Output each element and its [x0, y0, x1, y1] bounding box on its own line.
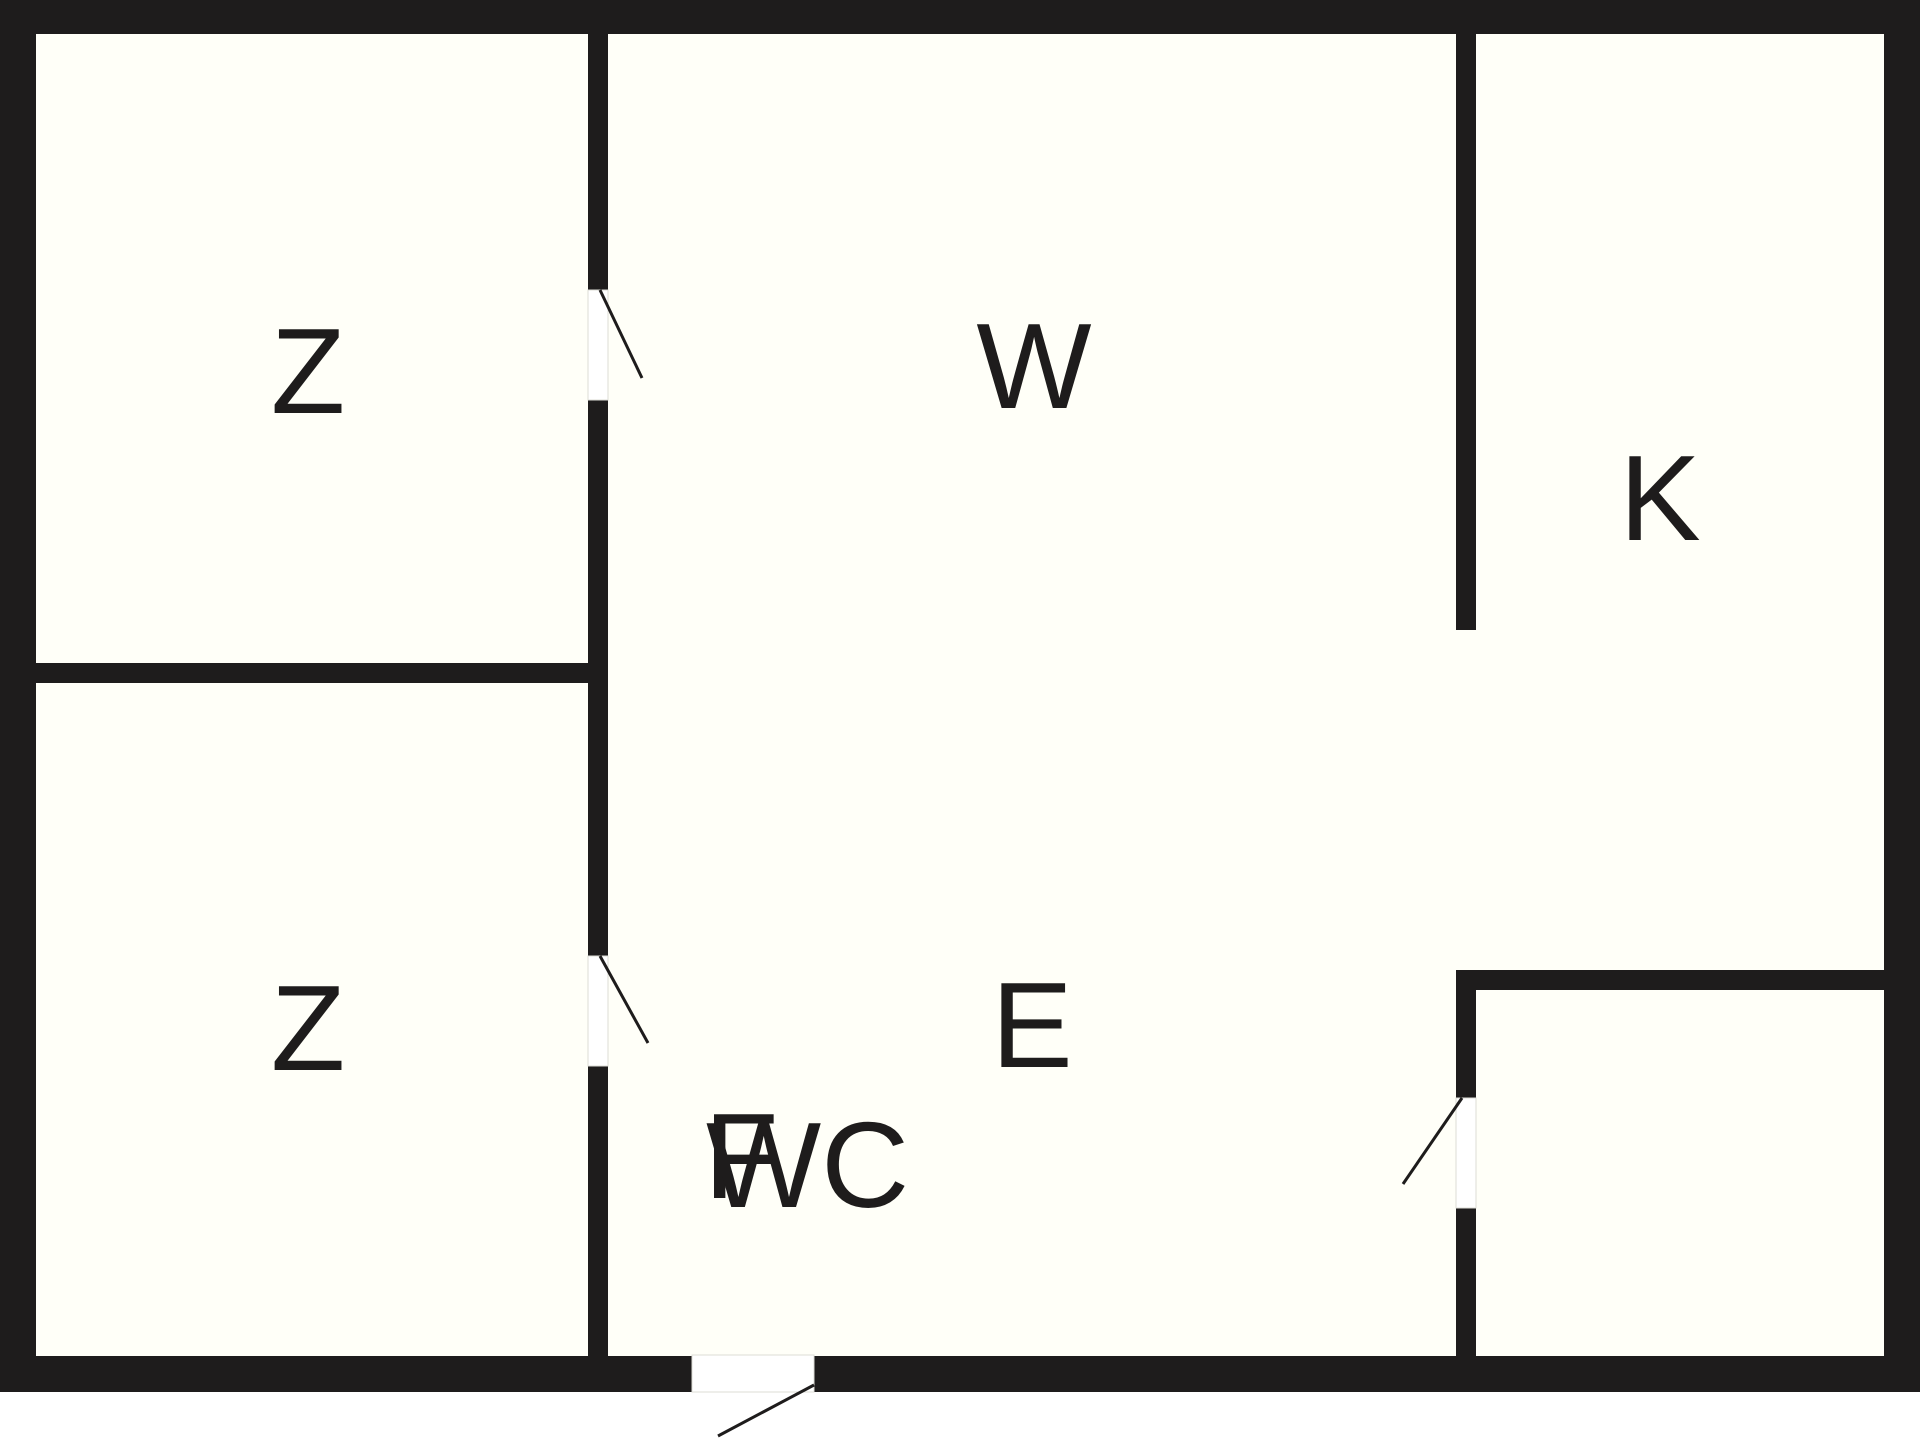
door-opening-bedroom-bottom: [587, 955, 609, 1067]
room-label-kitchen: K: [1619, 430, 1700, 566]
room-label-living: W: [976, 298, 1091, 434]
wall-left-upper: [588, 22, 608, 290]
wall-wc-upper: [1456, 970, 1476, 1098]
room-label-bedroom-top: Z: [271, 303, 346, 439]
door-opening-wc: [1455, 1097, 1477, 1209]
door-swing-entrance: [717, 1383, 815, 1438]
wall-kitchen: [1456, 22, 1476, 630]
room-label-hall: E: [991, 957, 1072, 1093]
door-opening-entrance: [691, 1354, 815, 1393]
wall-wc-top: [1456, 970, 1886, 990]
wall-wc-lower: [1456, 1208, 1476, 1368]
door-opening-bedroom-top: [587, 289, 609, 401]
floor-area: [36, 34, 1884, 1356]
room-label-bath: F: [704, 1088, 779, 1224]
door-swing-bedroom-top: [598, 289, 644, 379]
wall-bedroom-divider: [22, 663, 598, 683]
door-swing-bedroom-bottom: [598, 955, 650, 1044]
door-swing-wc: [1401, 1097, 1464, 1185]
wall-left-lower: [588, 1066, 608, 1366]
room-label-wc: WC: [706, 1097, 909, 1233]
room-label-bedroom-bottom: Z: [271, 960, 346, 1096]
